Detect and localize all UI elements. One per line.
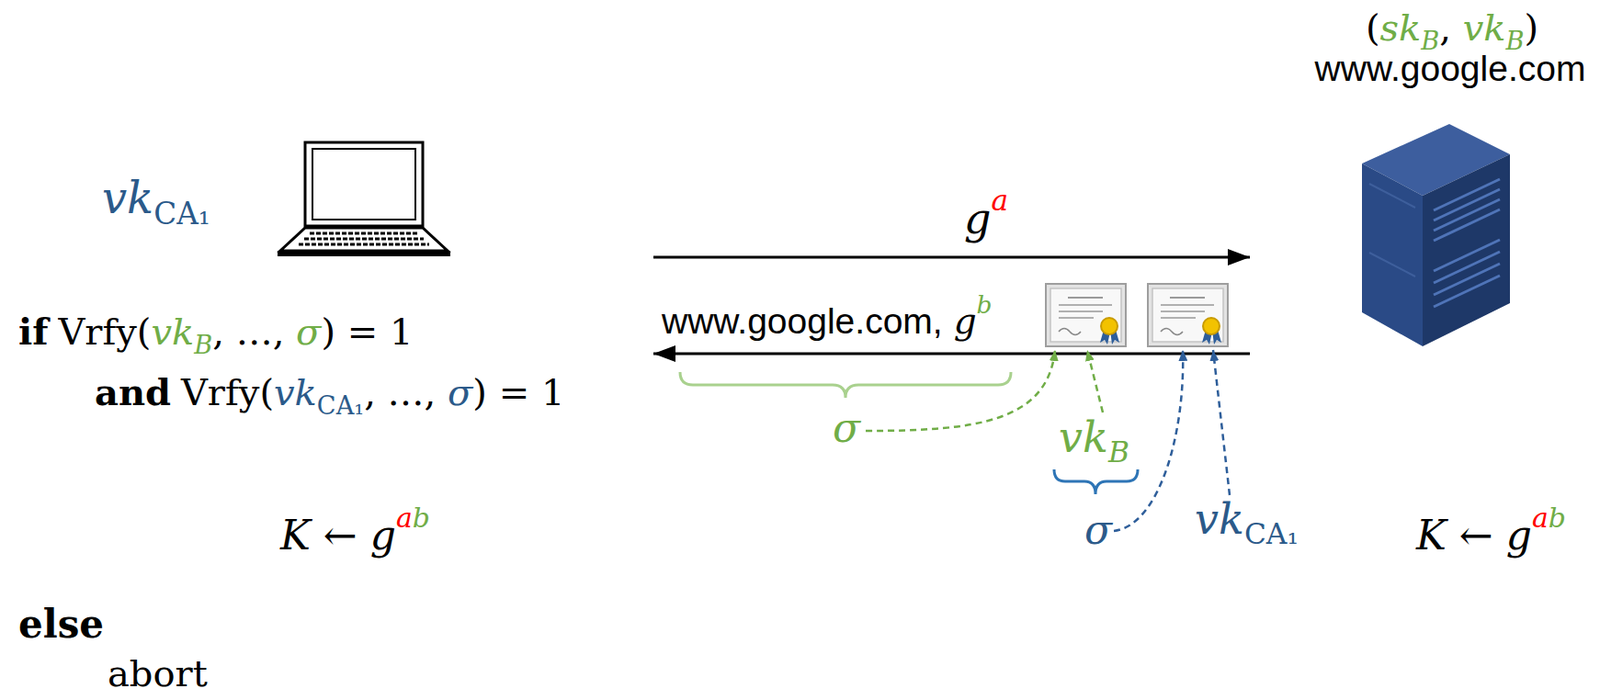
certificate-line	[1058, 317, 1094, 319]
key-symbol: vk	[1058, 412, 1109, 463]
text-line: vkCA₁	[1194, 494, 1299, 545]
subscript: B	[1108, 435, 1130, 469]
message-arrow	[653, 352, 1250, 356]
text-line: K ← gab	[1416, 511, 1566, 562]
server-side-lines	[1369, 183, 1416, 277]
laptop-keys	[298, 243, 430, 247]
bracket: )	[1524, 6, 1540, 49]
text-line: www.google.com	[1315, 47, 1587, 91]
certificate-paper	[1152, 288, 1224, 342]
leader-arrow	[1213, 350, 1230, 496]
laptop-screen	[305, 142, 423, 227]
laptop-base	[277, 250, 451, 257]
leader-arrow	[1087, 350, 1103, 413]
text-line: else	[18, 601, 104, 648]
server-vents	[1433, 179, 1500, 307]
certificate-line	[1169, 296, 1205, 299]
formula-text: ) = 1	[320, 310, 413, 353]
certificate-frame	[1045, 283, 1126, 347]
certificate-signature	[1058, 329, 1081, 336]
edge-label: g	[953, 300, 977, 342]
certificate-line	[1160, 317, 1196, 319]
domain-name: www.google.com	[1315, 48, 1587, 89]
certificate-line	[1058, 304, 1113, 307]
certificate-frame	[1147, 283, 1228, 347]
exponent: b	[412, 501, 431, 534]
certificate-line	[1058, 310, 1103, 313]
exponent: a	[990, 183, 1009, 217]
keyword: else	[18, 601, 104, 647]
text-line: ga	[964, 193, 1009, 245]
signature-symbol: σ	[832, 404, 861, 452]
certificate-seal	[1100, 317, 1118, 335]
subscript: B	[193, 330, 213, 360]
text-line: vkCA₁	[102, 171, 211, 226]
exponent: a	[396, 501, 413, 534]
certificate-seal	[1202, 317, 1220, 335]
text-line: σ	[1084, 506, 1113, 557]
text-line: σ	[832, 404, 861, 454]
separator: , …,	[212, 310, 296, 353]
text-line: andVrfy(vkCA₁, …, σ) = 1	[94, 370, 565, 416]
server-icon	[1361, 124, 1510, 347]
key-formula: K ← g	[1416, 511, 1532, 559]
key-symbol: vk	[1463, 6, 1507, 49]
text-line: (skB, vkB)	[1365, 5, 1539, 51]
formula-text: ) = 1	[472, 371, 565, 414]
server-left-face	[1361, 163, 1423, 347]
server-node: (skB, vkB)www.google.com	[1249, 7, 1596, 375]
curly-brace	[680, 372, 1011, 398]
certificate-icon	[1147, 283, 1228, 347]
key-symbol: vk	[1194, 494, 1245, 545]
bracket: (	[1365, 6, 1381, 49]
subscript: CA₁	[153, 196, 211, 232]
text-line: vkB	[1058, 412, 1130, 464]
certificate-icon	[1045, 283, 1126, 347]
keyword: if	[18, 309, 48, 353]
laptop-icon	[277, 142, 451, 257]
exponent: b	[976, 290, 993, 319]
message-arrow	[653, 256, 1250, 260]
server-line	[1369, 183, 1416, 208]
laptop-keys	[304, 238, 424, 241]
separator: ,	[1439, 6, 1463, 49]
text-line: www.google.com,gb	[661, 300, 993, 344]
exponent: a	[1531, 501, 1549, 534]
edge-label: g	[964, 193, 991, 244]
key-symbol: vk	[150, 310, 194, 353]
certificate-line	[1160, 304, 1215, 307]
text-line: ifVrfy(vkB, …, σ) = 1	[18, 309, 413, 355]
key-symbol: vk	[273, 371, 318, 414]
server-vent	[1433, 275, 1500, 307]
key-symbol: sk	[1379, 6, 1421, 49]
exponent: b	[1548, 501, 1566, 534]
leader-arrow	[865, 350, 1056, 432]
function-name: Vrfy(	[57, 310, 151, 353]
key-formula: K ← g	[280, 511, 397, 559]
certificate-line	[1067, 296, 1103, 299]
subscript: CA₁	[317, 391, 364, 420]
server-line	[1369, 252, 1416, 277]
subscript: CA₁	[1244, 517, 1299, 551]
function-name: Vrfy(	[181, 371, 274, 414]
text-line: K ← gab	[280, 511, 431, 562]
laptop-keys	[309, 232, 419, 236]
statement: abort	[107, 652, 208, 695]
server-right-face	[1422, 154, 1510, 347]
certificate-signature	[1160, 329, 1183, 336]
signature-symbol: σ	[295, 310, 321, 353]
laptop-keyboard	[280, 227, 448, 251]
edge-label: www.google.com,	[661, 301, 943, 341]
keyword: and	[94, 370, 171, 414]
signature-symbol: σ	[447, 371, 473, 414]
certificate-paper	[1050, 288, 1122, 342]
laptop-display	[312, 148, 416, 220]
server-vent	[1433, 209, 1500, 241]
key-symbol: vk	[102, 171, 154, 224]
text-line: abort	[107, 651, 208, 697]
certificate-line	[1160, 310, 1205, 313]
separator: , …,	[363, 371, 448, 414]
curly-brace	[1054, 469, 1138, 495]
signature-symbol: σ	[1084, 506, 1113, 554]
